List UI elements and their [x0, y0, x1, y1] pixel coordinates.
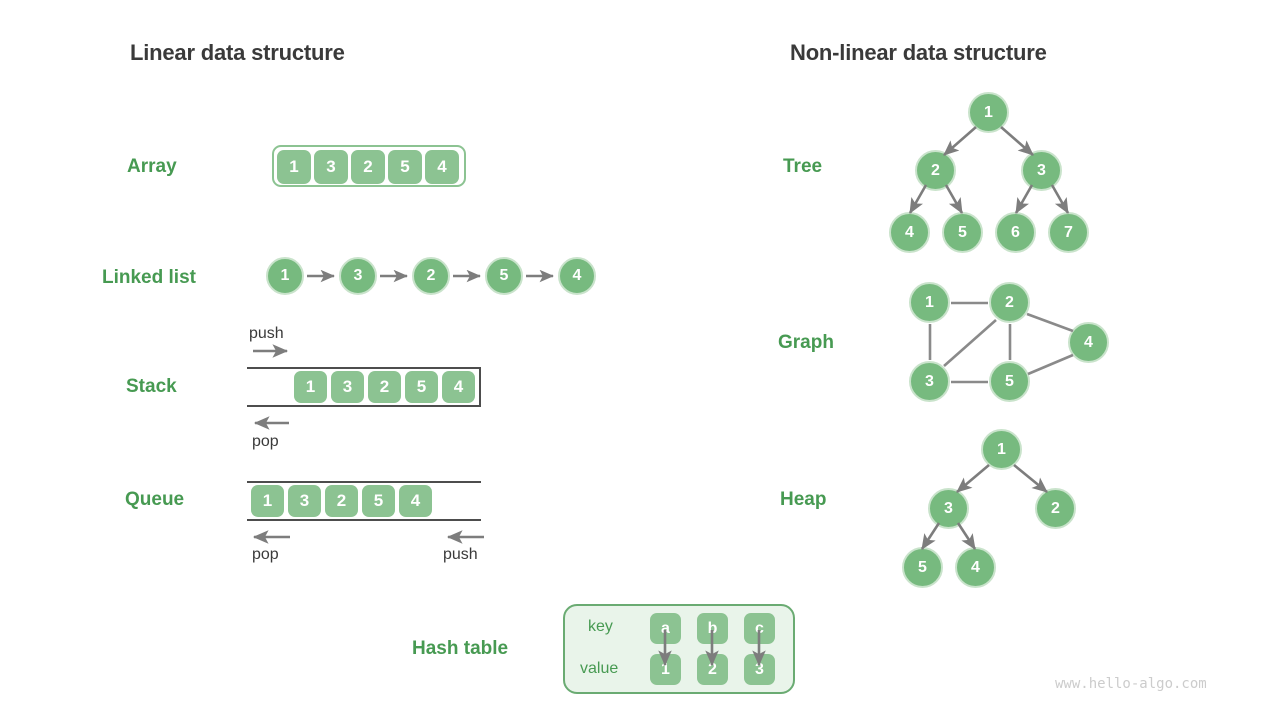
linked-list-node: 2: [412, 257, 450, 295]
stack-structure: 1 3 2 5 4: [247, 367, 481, 407]
graph-node: 3: [909, 361, 950, 402]
tree-node: 1: [968, 92, 1009, 133]
stack-label: Stack: [126, 376, 177, 397]
queue-label: Queue: [125, 489, 185, 510]
hash-key-cell: a: [650, 613, 681, 644]
stack-pop-label: pop: [252, 433, 279, 450]
array-structure: 1 3 2 5 4: [272, 145, 466, 187]
tree-label: Tree: [783, 156, 823, 177]
nonlinear-section-title: Non-linear data structure: [790, 40, 1047, 65]
array-cell: 2: [351, 150, 385, 184]
graph-node: 2: [989, 282, 1030, 323]
heap-node: 1: [981, 429, 1022, 470]
tree-node: 3: [1021, 150, 1062, 191]
tree-node: 7: [1048, 212, 1089, 253]
stack-cell: 1: [294, 371, 327, 403]
graph-node: 1: [909, 282, 950, 323]
array-cell: 1: [277, 150, 311, 184]
hash-key-cell: c: [744, 613, 775, 644]
heap-node: 4: [955, 547, 996, 588]
graph-edge-2-4: [1026, 312, 1074, 333]
hash-value-cell: 1: [650, 654, 681, 685]
array-cell: 5: [388, 150, 422, 184]
stack-push-label: push: [249, 325, 284, 342]
stack-cell: 2: [368, 371, 401, 403]
queue-cell: 5: [362, 485, 395, 517]
graph-edge-5-4: [1027, 353, 1074, 376]
array-cell: 4: [425, 150, 459, 184]
queue-push-label: push: [443, 546, 478, 563]
linked-list-node: 5: [485, 257, 523, 295]
linked-list-node: 4: [558, 257, 596, 295]
stack-cell: 4: [442, 371, 475, 403]
linked-list-node: 1: [266, 257, 304, 295]
array-label: Array: [127, 156, 177, 177]
hash-value-cell: 3: [744, 654, 775, 685]
queue-cell: 2: [325, 485, 358, 517]
heap-node: 2: [1035, 488, 1076, 529]
hash-table-label: Hash table: [412, 638, 509, 659]
graph-node: 5: [989, 361, 1030, 402]
queue-cell: 4: [399, 485, 432, 517]
hash-value-row-label: value: [580, 660, 619, 677]
graph-edge-2-3: [943, 319, 997, 367]
array-cell: 3: [314, 150, 348, 184]
tree-node: 2: [915, 150, 956, 191]
watermark: www.hello-algo.com: [1055, 676, 1207, 692]
hash-key-cell: b: [697, 613, 728, 644]
tree-node: 6: [995, 212, 1036, 253]
heap-label: Heap: [780, 489, 827, 510]
linear-section-title: Linear data structure: [130, 40, 345, 65]
heap-node: 3: [928, 488, 969, 529]
linked-list-label: Linked list: [102, 267, 196, 288]
stack-cell: 5: [405, 371, 438, 403]
graph-node: 4: [1068, 322, 1109, 363]
queue-structure: 1 3 2 5 4: [247, 481, 481, 521]
graph-label: Graph: [778, 332, 834, 353]
queue-pop-label: pop: [252, 546, 279, 563]
queue-cell: 1: [251, 485, 284, 517]
queue-cell: 3: [288, 485, 321, 517]
hash-key-row-label: key: [588, 618, 613, 635]
tree-node: 4: [889, 212, 930, 253]
stack-cell: 3: [331, 371, 364, 403]
linked-list-node: 3: [339, 257, 377, 295]
hash-value-cell: 2: [697, 654, 728, 685]
tree-node: 5: [942, 212, 983, 253]
heap-node: 5: [902, 547, 943, 588]
